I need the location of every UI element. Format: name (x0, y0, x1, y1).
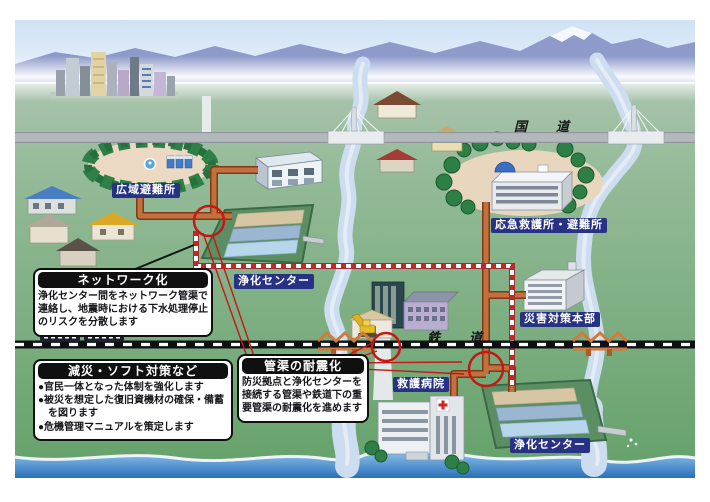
midtown-buildings (347, 281, 459, 339)
callout-network: ネットワーク化 浄化センター間をネットワーク管渠で連絡し、地震時における下水処理… (33, 268, 213, 337)
callout-mitigation-item: ●被災を想定した復旧資機材の確保・備蓄を図ります (38, 395, 225, 420)
cable-bridge-right (607, 104, 665, 145)
label-emergency-aid-shelter: 応急救護所・避難所 (491, 218, 607, 233)
label-national-road: 国 道 (514, 119, 578, 134)
red-cross-icon (438, 400, 448, 410)
label-upper-purification-center: 浄化センター (234, 274, 314, 289)
network-leader-line (127, 244, 195, 273)
evacuation-park (81, 134, 219, 196)
callout-seismic-body: 防災拠点と浄化センターを接続する管渠や鉄道下の重要管渠の耐震化を進めます (242, 377, 362, 415)
callout-mitigation: 減災・ソフト対策など ●官民一体となった体制を強化します ●被災を想定した復旧資… (33, 359, 233, 441)
callout-seismic-title: 管渠の耐震化 (242, 358, 364, 374)
outfall-pipe-lower (597, 425, 627, 437)
highlight-circles (192, 204, 505, 388)
network-pipe-dashed (193, 231, 515, 386)
portable-toilets (166, 155, 193, 169)
village-houses-top (373, 91, 466, 173)
callout-mitigation-item: ●危機管理マニュアルを策定します (38, 421, 194, 433)
callout-network-title: ネットワーク化 (38, 272, 208, 288)
label-railway: 鉄 道 (427, 330, 491, 345)
label-disaster-hq: 災害対策本部 (520, 312, 600, 327)
callout-network-body: 浄化センター間をネットワーク管渠で連絡し、地震時における下水処理停止のリスクを分… (38, 291, 208, 329)
hospital-building (364, 395, 470, 475)
excavator (351, 313, 377, 337)
outfall-pipe-upper (302, 235, 325, 245)
truss-bridge-right (572, 330, 628, 356)
city-skyline (50, 52, 178, 98)
disaster-hq-building (522, 261, 586, 311)
label-wide-area-shelter: 広域避難所 (112, 183, 180, 198)
lower-purification-plant (480, 378, 638, 450)
snow-cap (550, 26, 592, 42)
callout-mitigation-item: ●官民一体となった体制を強化します (38, 382, 204, 393)
shelter-school-building (491, 161, 573, 211)
label-lower-purification-center: 浄化センター (510, 438, 590, 453)
callout-mitigation-title: 減災・ソフト対策など (38, 363, 228, 379)
label-rescue-hospital: 救護病院 (393, 377, 449, 392)
callout-seismic: 管渠の耐震化 防災拠点と浄化センターを接続する管渠や鉄道下の重要管渠の耐震化を進… (237, 354, 369, 423)
village-houses-left (24, 186, 138, 267)
apartment-building (254, 151, 324, 190)
blue-dome (494, 161, 516, 173)
cable-bridge-left (327, 106, 385, 145)
